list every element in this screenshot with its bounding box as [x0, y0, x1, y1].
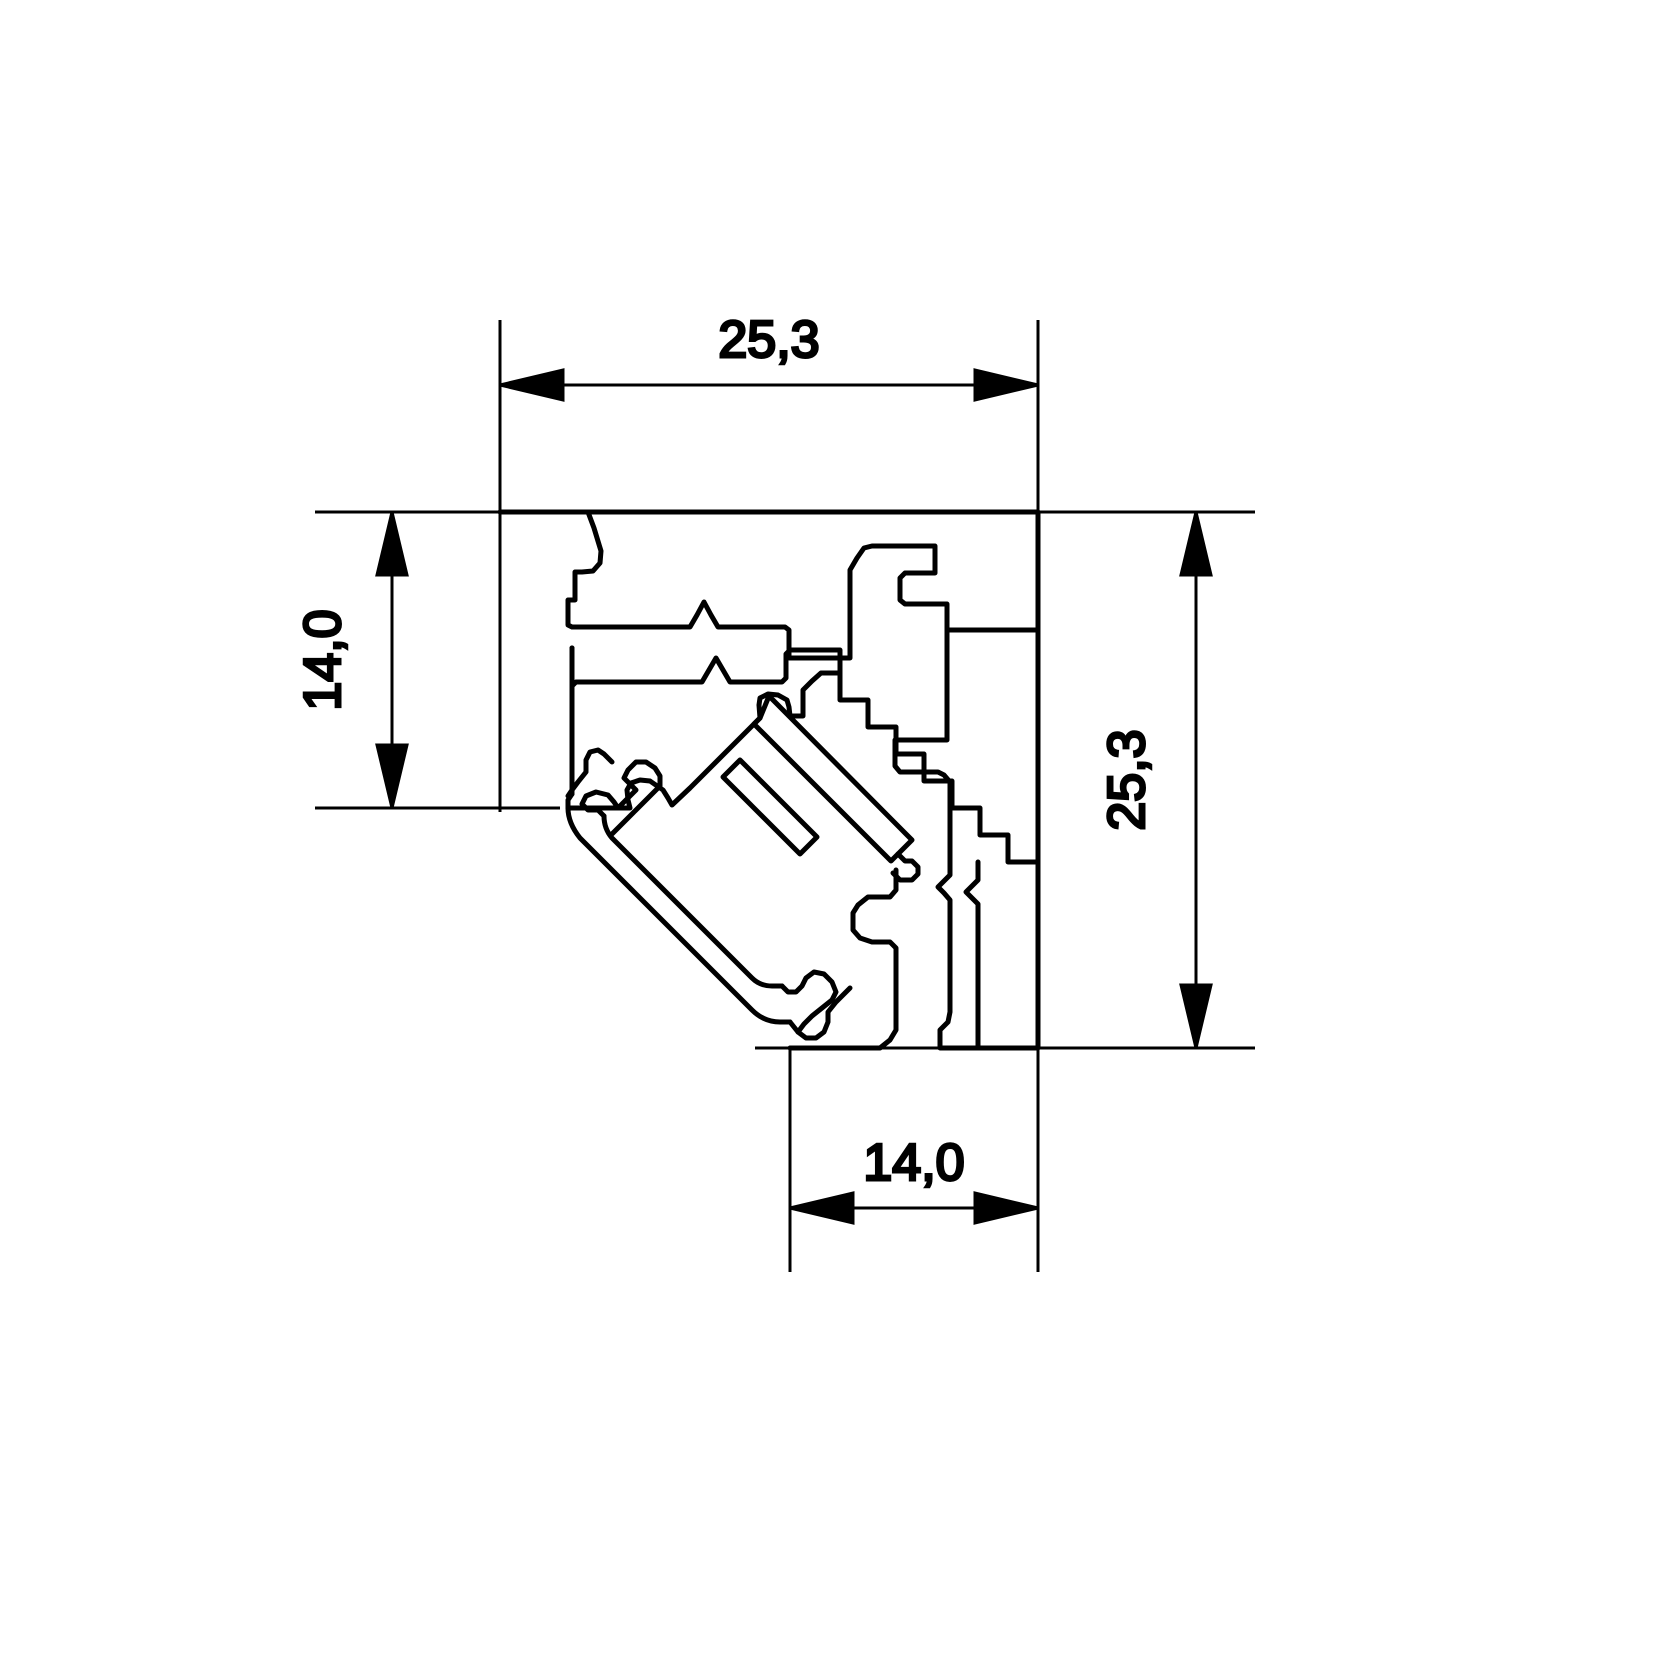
profile-led-strip-inner-bar — [720, 757, 820, 857]
profile-body-outline — [497, 509, 1041, 661]
dimension-right: 25,3 — [1097, 511, 1213, 1049]
arrowhead-left-bottom-icon — [375, 743, 409, 809]
profile-lower-right-step — [787, 867, 899, 1051]
dimension-label-top: 25,3 — [718, 311, 819, 369]
arrowhead-left-top-icon — [375, 511, 409, 577]
arrowhead-right-top-icon — [1179, 511, 1213, 577]
dimension-label-right: 25,3 — [1098, 729, 1156, 830]
dimension-bottom: 14,0 — [789, 1133, 1039, 1225]
profile-cover-clip-upper — [579, 759, 663, 837]
arrowhead-top-left-icon — [499, 368, 565, 402]
arrowhead-right-bottom-icon — [1179, 983, 1213, 1049]
profile-diagonal-end-hook — [890, 851, 921, 883]
arrowhead-bottom-right-icon — [973, 1191, 1039, 1225]
profile-diffuser-cover-inner — [601, 813, 785, 989]
dimension-label-bottom: 14,0 — [863, 1134, 964, 1192]
arrowhead-top-right-icon — [973, 368, 1039, 402]
dimension-top: 25,3 — [499, 310, 1039, 402]
profile-cover-clip-lower — [779, 969, 839, 1035]
dimension-lines-group: 25,3 14,0 25,3 14,0 — [293, 310, 1213, 1225]
profile-led-strip-diagonal — [751, 693, 915, 864]
profile-right-inner-rib — [963, 859, 981, 1051]
profile-diffuser-cover-outer — [565, 805, 793, 1025]
arrowhead-bottom-left-icon — [789, 1191, 855, 1225]
dimension-label-left: 14,0 — [294, 609, 352, 710]
profile-right-channel-outer — [892, 627, 1041, 1051]
profile-cross-section — [497, 509, 1041, 1051]
dimension-left: 14,0 — [293, 511, 409, 809]
profile-stepped-wall — [837, 670, 1041, 865]
profile-cover-lower-tab — [787, 985, 853, 1041]
